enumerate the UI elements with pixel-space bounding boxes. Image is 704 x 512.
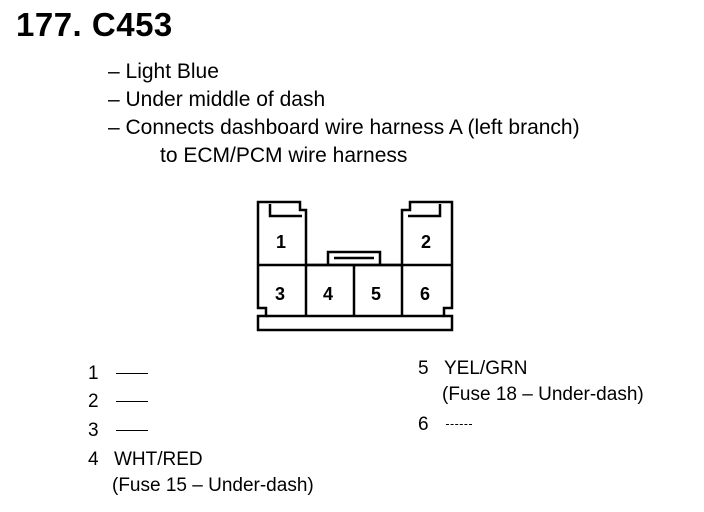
- pin-4-label: 4: [323, 284, 334, 304]
- wire-6-empty-dash: [446, 424, 472, 426]
- pin-2-label: 2: [421, 232, 432, 252]
- wire-6: 6: [418, 413, 472, 437]
- connector-color: – Light Blue: [108, 60, 219, 83]
- wire-2-number: 2: [88, 391, 99, 412]
- wire-4-color: WHT/RED: [114, 449, 203, 470]
- wire-1-number: 1: [88, 363, 99, 384]
- wire-2: 2: [88, 390, 148, 414]
- wire-4: 4 WHT/RED: [88, 448, 203, 472]
- connector-title: 177. C453: [16, 6, 173, 43]
- wire-3-empty-dash: [116, 430, 148, 432]
- wire-5-number: 5: [418, 358, 429, 379]
- wire-5-fuse-note: (Fuse 18 – Under-dash): [442, 384, 644, 405]
- wire-4-number: 4: [88, 449, 99, 470]
- wire-3-number: 3: [88, 420, 99, 441]
- connector-outline: [256, 200, 454, 332]
- wire-3: 3: [88, 419, 148, 443]
- wire-4-fuse-note: (Fuse 15 – Under-dash): [112, 475, 314, 496]
- wire-1: 1: [88, 362, 148, 386]
- connector-diagram: 1 2 3 4 5 6: [250, 196, 460, 336]
- wire-2-empty-dash: [116, 401, 148, 403]
- connector-location: – Under middle of dash: [108, 88, 326, 111]
- pin-1-label: 1: [276, 232, 287, 252]
- wire-6-number: 6: [418, 414, 429, 435]
- connector-connects-line2: to ECM/PCM wire harness: [160, 144, 408, 167]
- connector-connects-line1: – Connects dashboard wire harness A (lef…: [108, 116, 580, 139]
- pin-3-label: 3: [275, 284, 286, 304]
- pin-6-label: 6: [420, 284, 431, 304]
- wire-5-color: YEL/GRN: [444, 358, 528, 379]
- wire-5: 5 YEL/GRN: [418, 357, 527, 381]
- wire-1-empty-dash: [116, 373, 148, 375]
- pin-5-label: 5: [371, 284, 382, 304]
